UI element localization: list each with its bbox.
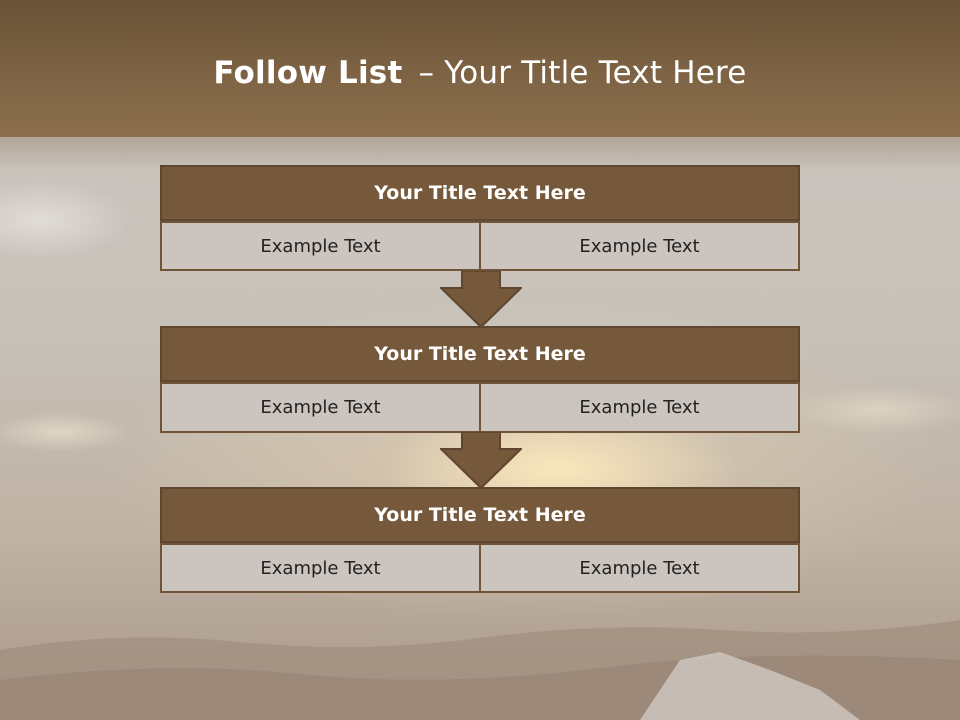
step-title-3: Your Title Text Here	[160, 487, 800, 543]
step-title-2: Your Title Text Here	[160, 326, 800, 382]
title-bold-part: Follow List	[213, 55, 403, 91]
step-2-left-text: Example Text	[160, 382, 481, 433]
title-text-part: Your Title Text Here	[444, 55, 747, 91]
step-3-left-text: Example Text	[160, 543, 481, 593]
step-2-right-text: Example Text	[481, 382, 800, 433]
step-block-3: Your Title Text Here Example Text Exampl…	[160, 487, 800, 593]
down-arrow-icon	[440, 271, 522, 329]
step-1-right-text: Example Text	[481, 221, 800, 271]
down-arrow-icon	[440, 432, 522, 490]
title-separator: –	[418, 55, 435, 91]
step-title-1: Your Title Text Here	[160, 165, 800, 221]
header-subband	[0, 137, 960, 167]
step-block-1: Your Title Text Here Example Text Exampl…	[160, 165, 800, 271]
header-band	[0, 0, 960, 137]
step-block-2: Your Title Text Here Example Text Exampl…	[160, 326, 800, 433]
slide-title: Follow List–Your Title Text Here	[0, 55, 960, 91]
step-3-right-text: Example Text	[481, 543, 800, 593]
rocky-terrain-image	[0, 620, 960, 720]
step-1-left-text: Example Text	[160, 221, 481, 271]
